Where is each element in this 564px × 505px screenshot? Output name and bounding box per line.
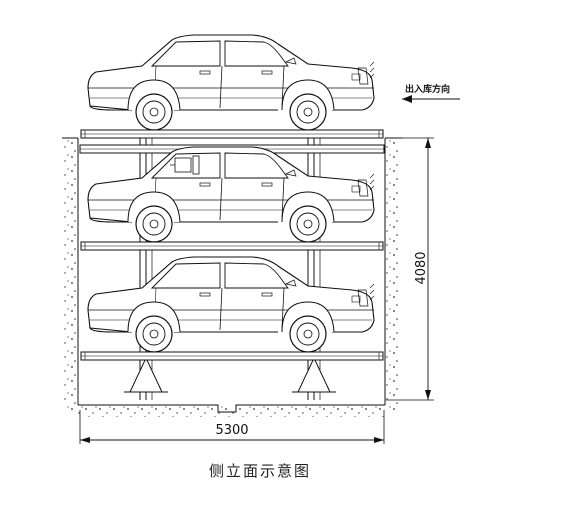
height-dimension-value: 4080 [414, 251, 429, 284]
right-column-base [297, 356, 331, 393]
platform-bottom [80, 351, 384, 361]
control-box [170, 155, 200, 175]
pit-right-wall [384, 138, 400, 410]
car-top [87, 34, 375, 131]
width-dimension-value: 5300 [215, 423, 248, 438]
pit-floor [78, 404, 386, 417]
platform-top [80, 129, 384, 139]
width-dimension-line [79, 410, 385, 444]
car-bottom [87, 256, 375, 353]
entry-direction-arrow [402, 95, 460, 103]
car-middle [87, 146, 375, 243]
left-column-base [129, 356, 163, 393]
entry-direction-label: 出入库方向 [405, 83, 450, 95]
pit-left-wall [63, 138, 79, 410]
diagram-caption: 侧立面示意图 [208, 462, 311, 480]
height-dimension-line [386, 137, 434, 401]
platform-middle [80, 241, 384, 251]
